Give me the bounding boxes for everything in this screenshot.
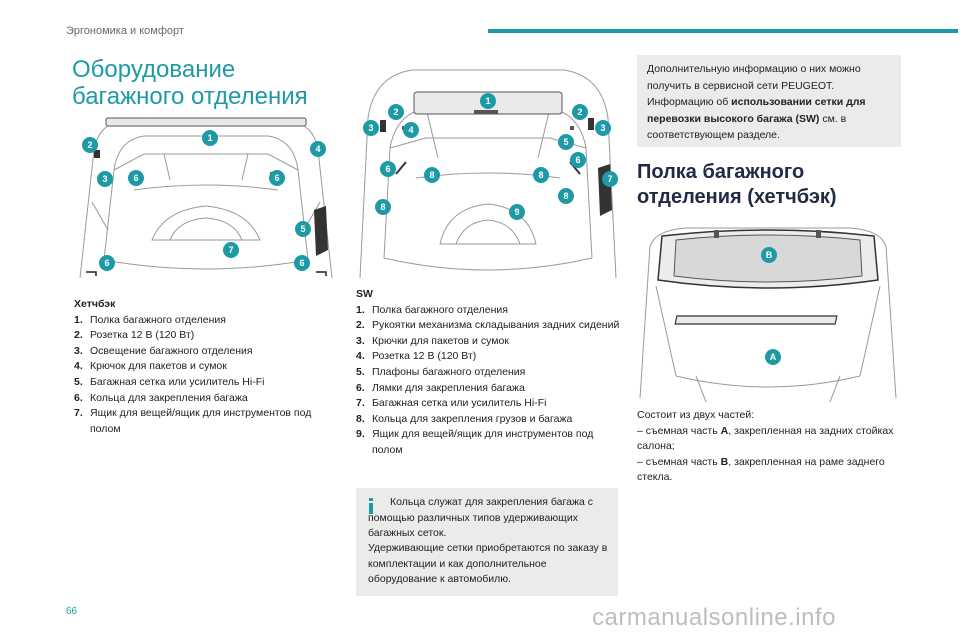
shelf-description: Состоит из двух частей: – съемная часть … xyxy=(637,408,901,486)
svg-text:8: 8 xyxy=(563,191,568,201)
sw-trunk-illustration: 1 2 2 3 3 4 5 6 6 7 8 8 8 8 9 xyxy=(356,58,620,290)
svg-text:8: 8 xyxy=(538,170,543,180)
svg-text:9: 9 xyxy=(514,207,519,217)
svg-text:4: 4 xyxy=(408,125,413,135)
info-box: Дополнительную информацию о них можно по… xyxy=(637,55,901,147)
note-box: Кольца служат для закрепления багажа с п… xyxy=(356,488,618,596)
section-label: Эргономика и комфорт xyxy=(66,25,184,37)
svg-text:8: 8 xyxy=(429,170,434,180)
svg-text:7: 7 xyxy=(607,174,612,184)
list-item: 1.Полка багажного отделения xyxy=(74,313,226,326)
svg-text:6: 6 xyxy=(133,173,138,183)
shelf-intro: Состоит из двух частей: xyxy=(637,409,755,421)
header-accent-bar xyxy=(488,29,958,33)
list-item: 7.Багажная сетка или усилитель Hi-Fi xyxy=(356,397,547,410)
list-item: 1.Полка багажного отделения xyxy=(356,303,508,316)
svg-text:7: 7 xyxy=(228,245,233,255)
svg-text:4: 4 xyxy=(315,144,320,154)
svg-text:5: 5 xyxy=(563,137,568,147)
list-item: 7.Ящик для вещей/ящик для инструментов п… xyxy=(74,407,312,435)
info-bold-reference: использовании сетки для перевозки высоко… xyxy=(647,96,866,125)
list-item: 4.Крючок для пакетов и сумок xyxy=(74,360,227,373)
figure-badges: B A xyxy=(761,247,781,365)
hatchback-heading: Хетчбэк xyxy=(74,298,116,310)
svg-text:1: 1 xyxy=(207,133,212,143)
subsection-title: Полка багажного отделения (хетчбэк) xyxy=(637,161,837,208)
svg-text:2: 2 xyxy=(393,107,398,117)
sw-legend: SW 1.Полка багажного отделения 2.Рукоятк… xyxy=(356,287,620,459)
hatchback-trunk-illustration: 1 2 3 4 5 6 6 6 6 7 xyxy=(74,110,338,288)
list-item: 6.Лямки для закрепления багажа xyxy=(356,381,525,394)
svg-text:3: 3 xyxy=(600,123,605,133)
svg-text:B: B xyxy=(766,250,773,260)
svg-text:6: 6 xyxy=(299,258,304,268)
svg-text:2: 2 xyxy=(577,107,582,117)
shelf-part-a: – съемная часть A, закрепленная на задни… xyxy=(637,424,894,453)
info-i-icon xyxy=(369,498,373,514)
svg-text:5: 5 xyxy=(300,224,305,234)
svg-text:6: 6 xyxy=(575,155,580,165)
svg-text:3: 3 xyxy=(368,123,373,133)
list-item: 5.Плафоны багажного отделения xyxy=(356,365,526,378)
svg-text:2: 2 xyxy=(87,140,92,150)
note-text-rings: Кольца служат для закрепления багажа с п… xyxy=(368,496,593,540)
svg-text:1: 1 xyxy=(485,96,490,106)
sw-heading: SW xyxy=(356,288,373,300)
list-item: 3.Освещение багажного отделения xyxy=(74,344,253,357)
list-item: 4.Розетка 12 В (120 Вт) xyxy=(356,350,477,363)
list-item: 2.Рукоятки механизма складывания задних … xyxy=(356,319,620,332)
figure-badges: 1 2 3 4 5 6 6 6 6 7 xyxy=(82,130,326,271)
list-item: 6.Кольца для закрепления багажа xyxy=(74,391,248,404)
page-title: Оборудование багажного отделения xyxy=(72,56,308,110)
svg-text:8: 8 xyxy=(380,202,385,212)
watermark: carmanualsonline.info xyxy=(592,604,836,631)
list-item: 2.Розетка 12 В (120 Вт) xyxy=(74,329,195,342)
parcel-shelf-illustration: B A xyxy=(636,226,900,402)
list-item: 5.Багажная сетка или усилитель Hi-Fi xyxy=(74,375,265,388)
svg-text:A: A xyxy=(770,352,777,362)
info-text: Дополнительную информацию о них можно по… xyxy=(647,63,866,141)
svg-text:3: 3 xyxy=(102,174,107,184)
list-item: 3.Крючки для пакетов и сумок xyxy=(356,334,509,347)
svg-text:6: 6 xyxy=(104,258,109,268)
list-item: 9.Ящик для вещей/ящик для инструментов п… xyxy=(356,428,594,456)
svg-text:6: 6 xyxy=(274,173,279,183)
svg-text:6: 6 xyxy=(385,164,390,174)
figure-badges: 1 2 2 3 3 4 5 6 6 7 8 8 8 8 9 xyxy=(363,93,618,220)
list-item: 8.Кольца для закрепления грузов и багажа xyxy=(356,412,573,425)
page-number: 66 xyxy=(66,606,78,617)
note-text-nets: Удерживающие сетки приобретаются по зака… xyxy=(368,542,608,586)
shelf-part-b: – съемная часть B, закрепленная на раме … xyxy=(637,455,885,484)
hatchback-legend: Хетчбэк 1.Полка багажного отделения 2.Ро… xyxy=(74,297,338,437)
